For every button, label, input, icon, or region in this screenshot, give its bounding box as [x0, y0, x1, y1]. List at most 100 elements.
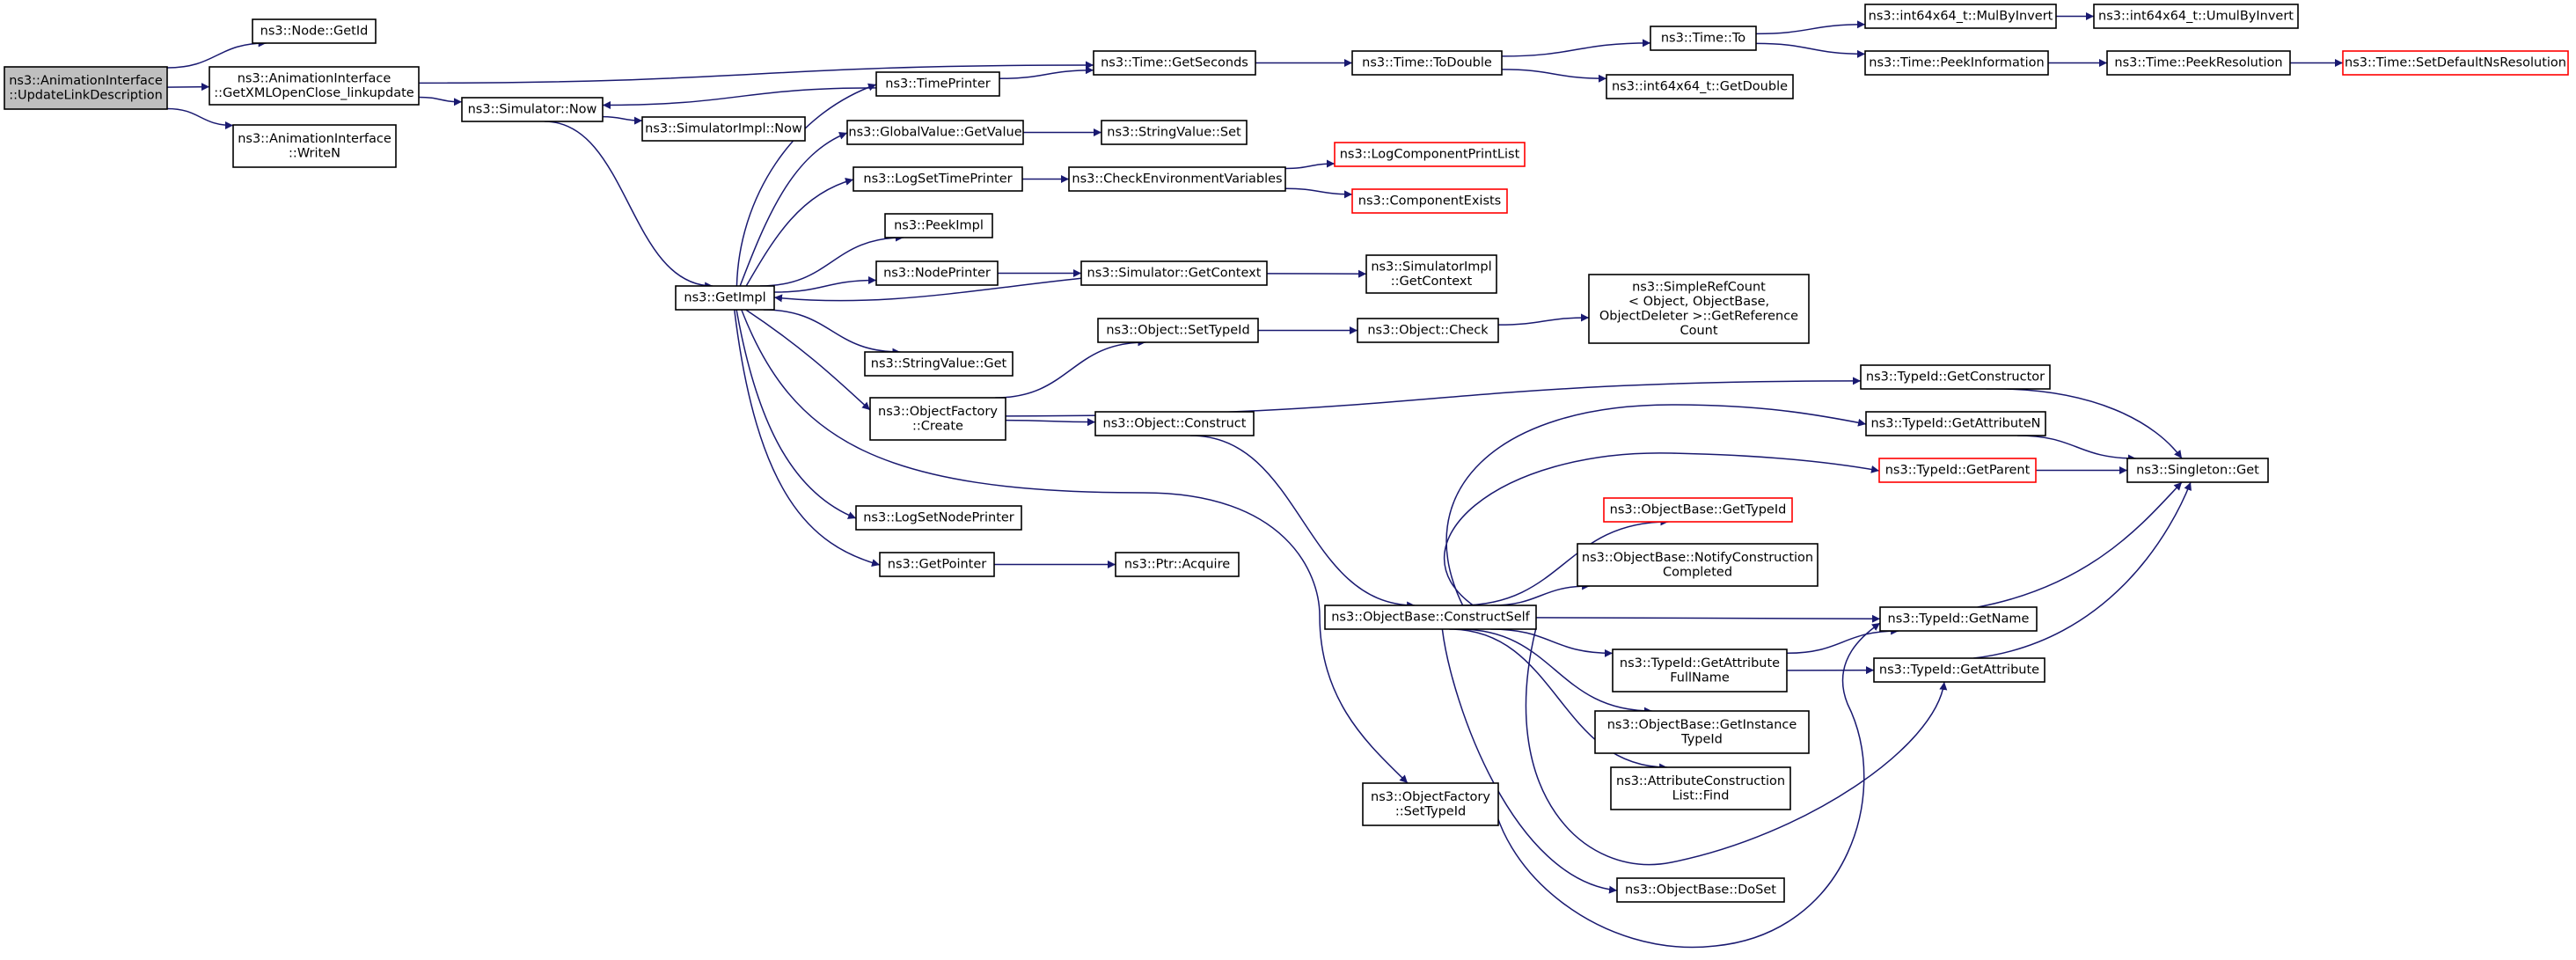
node-label: ns3::Object::Check — [1367, 324, 1489, 338]
node-label: ns3::Singleton::Get — [2136, 464, 2259, 478]
node-label: ns3::GetPointer — [888, 558, 987, 572]
node-box — [1334, 142, 1526, 167]
edge-getimpl-to-logsetnode — [735, 309, 857, 519]
edge-root-to-getid — [166, 39, 267, 69]
node-peekres[interactable]: ns3::Time::PeekResolution — [2106, 50, 2291, 76]
node-label: ns3::Simulator::GetContext — [1087, 267, 1262, 281]
node-box — [1864, 50, 2049, 76]
node-root[interactable]: ns3::AnimationInterface::UpdateLinkDescr… — [4, 66, 168, 110]
node-label: ns3::TypeId::GetName — [1888, 612, 2030, 627]
edge-ofcreate-to-objconstruct — [1005, 418, 1096, 427]
node-gvgetvalue[interactable]: ns3::GlobalValue::GetValue — [846, 120, 1024, 145]
edge-constructself-to-getattrfull — [1490, 628, 1614, 657]
node-logcomp[interactable]: ns3::LogComponentPrintList — [1334, 142, 1526, 167]
node-nodeprinter[interactable]: ns3::NodePrinter — [875, 260, 999, 286]
node-getattribute[interactable]: ns3::TypeId::GetAttribute — [1873, 657, 2045, 683]
node-objconstruct[interactable]: ns3::Object::Construct — [1094, 411, 1255, 436]
node-ofsettypeid[interactable]: ns3::ObjectFactory::SetTypeId — [1362, 782, 1499, 826]
node-simnow[interactable]: ns3::Simulator::Now — [461, 97, 604, 122]
node-simimplnow[interactable]: ns3::SimulatorImpl::Now — [641, 116, 806, 142]
node-label: ns3::int64x64_t::UmulByInvert — [2098, 10, 2294, 24]
node-constructself[interactable]: ns3::ObjectBase::ConstructSelf — [1324, 605, 1537, 630]
node-timeto[interactable]: ns3::Time::To — [1650, 26, 1757, 51]
node-checkenv[interactable]: ns3::CheckEnvironmentVariables — [1068, 166, 1286, 192]
node-objcheck[interactable]: ns3::Object::Check — [1357, 318, 1499, 343]
node-compexists[interactable]: ns3::ComponentExists — [1351, 188, 1508, 214]
node-label: ns3::ObjectBase::DoSet — [1625, 883, 1776, 898]
node-box — [232, 124, 397, 168]
node-simimplctx[interactable]: ns3::SimulatorImpl::GetContext — [1365, 254, 1497, 294]
edge-timeto-to-mulbyinvert — [1755, 20, 1866, 35]
node-obgettypeid[interactable]: ns3::ObjectBase::GetTypeId — [1603, 497, 1793, 523]
node-getparent[interactable]: ns3::TypeId::GetParent — [1878, 458, 2037, 483]
edge-timeprinter-to-getseconds — [999, 66, 1094, 80]
node-label: ns3::ObjectFactory — [878, 405, 998, 419]
node-svget[interactable]: ns3::StringValue::Get — [864, 351, 1014, 377]
node-label: ns3::SimulatorImpl::Now — [645, 122, 802, 136]
node-doset[interactable]: ns3::ObjectBase::DoSet — [1616, 877, 1785, 903]
node-label: ns3::GlobalValue::GetValue — [848, 126, 1021, 140]
node-singleton[interactable]: ns3::Singleton::Get — [2126, 458, 2269, 483]
node-label: ns3::PeekImpl — [894, 219, 984, 233]
node-label: Count — [1680, 324, 1717, 338]
node-timeprinter[interactable]: ns3::TimePrinter — [875, 71, 1000, 97]
node-box — [1351, 50, 1503, 76]
node-getattributen[interactable]: ns3::TypeId::GetAttributeN — [1865, 411, 2046, 436]
node-getpointer[interactable]: ns3::GetPointer — [879, 552, 995, 577]
node-getimpl[interactable]: ns3::GetImpl — [675, 285, 775, 311]
node-box — [2093, 4, 2299, 29]
node-getid[interactable]: ns3::Node::GetId — [252, 18, 377, 44]
node-settypeid[interactable]: ns3::Object::SetTypeId — [1097, 318, 1259, 343]
node-box — [869, 397, 1006, 441]
node-label: ns3::ObjectFactory — [1371, 790, 1490, 804]
node-label: ns3::SimulatorImpl — [1371, 260, 1491, 274]
node-mulbyinvert[interactable]: ns3::int64x64_t::MulByInvert — [1864, 4, 2057, 29]
node-getseconds[interactable]: ns3::Time::GetSeconds — [1093, 50, 1256, 76]
node-xmlopen[interactable]: ns3::AnimationInterface::GetXMLOpenClose… — [209, 66, 420, 106]
node-notifyconstr[interactable]: ns3::ObjectBase::NotifyConstructionCompl… — [1577, 543, 1819, 587]
node-writen[interactable]: ns3::AnimationInterface::WriteN — [232, 124, 397, 168]
node-setdefault[interactable]: ns3::Time::SetDefaultNsResolution — [2342, 50, 2569, 76]
node-label: ns3::StringValue::Set — [1107, 126, 1241, 140]
node-ptracquire[interactable]: ns3::Ptr::Acquire — [1115, 552, 1240, 577]
edge-timeto-to-peekinfo — [1755, 42, 1866, 58]
node-label: ::GetContext — [1391, 275, 1473, 289]
node-umulbyinvert[interactable]: ns3::int64x64_t::UmulByInvert — [2093, 4, 2299, 29]
node-logsettime[interactable]: ns3::LogSetTimePrinter — [853, 166, 1023, 192]
node-box — [1351, 188, 1508, 214]
node-peekinfo[interactable]: ns3::Time::PeekInformation — [1864, 50, 2049, 76]
node-box — [875, 71, 1000, 97]
node-box — [252, 18, 377, 44]
edge-getimpl-to-logsettime — [745, 177, 854, 287]
node-simgetctx[interactable]: ns3::Simulator::GetContext — [1080, 260, 1268, 286]
node-peekimpl[interactable]: ns3::PeekImpl — [884, 213, 993, 238]
node-box — [1879, 606, 2038, 632]
node-getdouble[interactable]: ns3::int64x64_t::GetDouble — [1606, 74, 1794, 99]
node-svset[interactable]: ns3::StringValue::Set — [1101, 120, 1248, 145]
node-label: ns3::int64x64_t::GetDouble — [1612, 80, 1788, 94]
node-box — [1603, 497, 1793, 523]
node-box — [461, 97, 604, 122]
node-box — [1612, 649, 1788, 693]
node-getconstructor[interactable]: ns3::TypeId::GetConstructor — [1860, 364, 2051, 390]
node-box — [879, 552, 995, 577]
node-label: ns3::TypeId::GetParent — [1885, 464, 2031, 478]
node-box — [1365, 254, 1497, 294]
node-box — [1115, 552, 1240, 577]
node-label: ns3::ComponentExists — [1358, 194, 1502, 209]
node-todouble[interactable]: ns3::Time::ToDouble — [1351, 50, 1503, 76]
node-ofcreate[interactable]: ns3::ObjectFactory::Create — [869, 397, 1006, 441]
edge-xmlopen-to-getseconds — [418, 61, 1094, 84]
node-box — [675, 285, 775, 311]
node-label: ::SetTypeId — [1395, 804, 1466, 818]
node-label: ns3::LogSetNodePrinter — [863, 511, 1014, 525]
node-logsetnode[interactable]: ns3::LogSetNodePrinter — [855, 505, 1022, 531]
node-box — [1616, 877, 1785, 903]
node-simplerefcount[interactable]: ns3::SimpleRefCount< Object, ObjectBase,… — [1588, 274, 1810, 344]
node-box — [1865, 411, 2046, 436]
node-getname[interactable]: ns3::TypeId::GetName — [1879, 606, 2038, 632]
